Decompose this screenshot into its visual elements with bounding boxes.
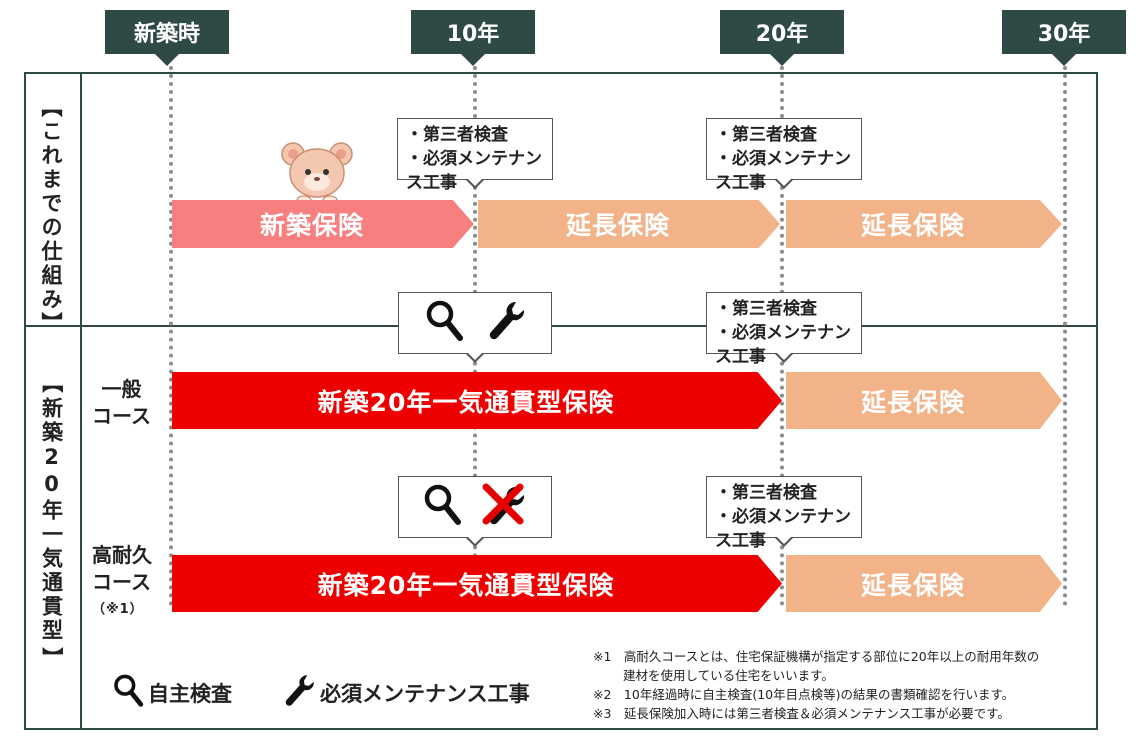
arrow-extension-2-label: 延長保険 [860, 211, 965, 240]
footnote-2: ※2 10年経過時に自主検査(10年目点検等)の結果の書類確認を行います。 [593, 687, 1015, 702]
footnote-3: ※3 延長保険加入時には第三者検査＆必須メンテナンス工事が必要です。 [593, 706, 1010, 721]
wrench-icon [486, 298, 526, 349]
legend-maintenance: 必須メンテナンス工事 [282, 672, 530, 713]
callout-line-1: ・第三者検査 [406, 125, 508, 145]
arrow-new-insurance-label: 新築保険 [259, 211, 364, 240]
course-durable-note: （※1） [92, 602, 144, 617]
callout-inspection-10: ・第三者検査 ・必須メンテナンス工事 [397, 118, 553, 193]
milestone-30: 30年 [1002, 10, 1126, 54]
callout-line-1: ・第三者検査 [715, 299, 817, 319]
diagram-frame [24, 72, 1098, 730]
callout-line-2: ・必須メンテナンス工事 [715, 323, 851, 367]
footnote-1-cont: 建材を使用している住宅をいいます。 [623, 668, 834, 683]
footnotes: ※1 高耐久コースとは、住宅保証機構が指定する部位に20年以上の耐用年数の 建材… [593, 647, 1093, 723]
section-label-divider [80, 72, 82, 730]
course-general-line1: 一般 [101, 377, 142, 401]
mascot-bear-icon [278, 140, 356, 206]
callout-line-2: ・必須メンテナンス工事 [406, 149, 542, 193]
magnifier-icon [422, 482, 462, 533]
legend-self-inspection-label: 自主検査 [148, 681, 232, 706]
arrow-durable-extension: 延長保険 [786, 555, 1062, 612]
timeline-30 [1063, 66, 1067, 606]
arrow-general-20yr: 新築20年一気通貫型保険 [172, 372, 782, 429]
arrow-durable-20yr-label: 新築20年一気通貫型保険 [317, 570, 615, 600]
legend-maintenance-label: 必須メンテナンス工事 [320, 681, 530, 706]
arrow-extension-1-label: 延長保険 [565, 211, 670, 240]
footnote-1: ※1 高耐久コースとは、住宅保証機構が指定する部位に20年以上の耐用年数の [593, 649, 1040, 664]
callout-line-2: ・必須メンテナンス工事 [715, 149, 851, 193]
section-title-open: 【 [39, 372, 64, 393]
callout-self-only-10 [398, 476, 552, 538]
section-title-close: 】 [39, 647, 64, 668]
course-general-line2: コース [92, 404, 151, 428]
arrow-extension-2: 延長保険 [786, 200, 1062, 248]
section-divider [24, 325, 1098, 327]
arrow-new-insurance: 新築保険 [172, 200, 474, 248]
arrow-general-20yr-label: 新築20年一気通貫型保険 [317, 387, 615, 417]
callout-line-2: ・必須メンテナンス工事 [715, 507, 851, 551]
callout-line-1: ・第三者検査 [715, 125, 817, 145]
callout-inspection-20-durable: ・第三者検査 ・必須メンテナンス工事 [706, 476, 862, 551]
arrow-durable-extension-label: 延長保険 [860, 570, 965, 600]
callout-self-maintenance-10 [398, 292, 552, 354]
crossed-wrench-icon [480, 481, 528, 534]
magnifier-icon [424, 298, 464, 349]
arrow-durable-20yr: 新築20年一気通貫型保険 [172, 555, 782, 612]
section-title-new: 【 新築20年一気通貫型 】 [36, 372, 66, 668]
legend-self-inspection: 自主検査 [112, 672, 232, 713]
course-durable-label: 高耐久 コース （※1） [92, 542, 152, 623]
milestone-20: 20年 [720, 10, 844, 54]
section-title-current: 【これまでの仕組み】 [39, 96, 63, 336]
milestone-10: 10年 [411, 10, 535, 54]
callout-inspection-20-general: ・第三者検査 ・必須メンテナンス工事 [706, 292, 862, 367]
course-durable-line2: コース [92, 570, 151, 594]
timeline-new [169, 66, 173, 606]
wrench-icon [282, 672, 316, 713]
milestone-new: 新築時 [105, 10, 229, 54]
callout-line-1: ・第三者検査 [715, 483, 817, 503]
section-title-body: 新築20年一気通貫型 [39, 397, 64, 643]
magnifier-icon [112, 672, 144, 713]
course-durable-line1: 高耐久 [92, 543, 152, 567]
arrow-extension-1: 延長保険 [478, 200, 780, 248]
arrow-general-extension-label: 延長保険 [860, 387, 965, 417]
course-general-label: 一般 コース [92, 376, 151, 430]
arrow-general-extension: 延長保険 [786, 372, 1062, 429]
callout-inspection-20: ・第三者検査 ・必須メンテナンス工事 [706, 118, 862, 193]
